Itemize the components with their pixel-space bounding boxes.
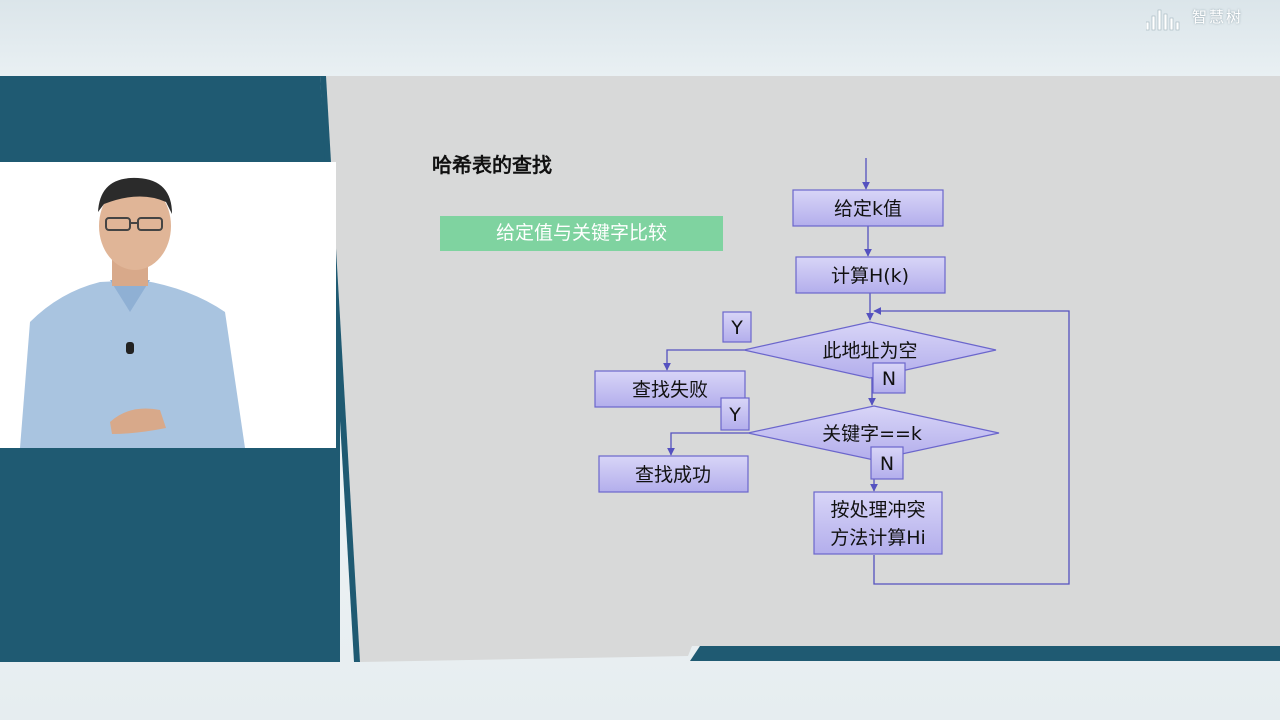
node-resolve: 按处理冲突 方法计算Hi: [813, 491, 943, 555]
presenter-video: [0, 162, 336, 448]
decision-key: 关键字==k: [747, 405, 1000, 461]
brand-logo-icon: [1146, 9, 1180, 31]
arrow-loop-back: [873, 307, 1070, 585]
node-compute: 计算H(k): [795, 256, 946, 294]
top-band: [0, 0, 1280, 76]
node-success-label: 查找成功: [635, 464, 711, 486]
slide-title: 哈希表的查找: [432, 153, 552, 177]
decision-empty-label: 此地址为空: [822, 340, 917, 362]
label-empty-no-text: N: [882, 368, 896, 390]
brand-logo-text: 智慧树: [1192, 8, 1244, 26]
decision-empty: 此地址为空: [743, 321, 997, 379]
decision-key-label: 关键字==k: [822, 423, 922, 445]
flow-connectors: [663, 158, 1070, 585]
label-empty-yes: Y: [722, 311, 752, 343]
node-success: 查找成功: [598, 455, 749, 493]
label-empty-yes-text: Y: [730, 317, 743, 339]
arrow-key-yes: [667, 432, 748, 456]
label-key-yes-text: Y: [728, 404, 741, 426]
node-resolve-line2: 方法计算Hi: [830, 527, 926, 549]
node-resolve-line1: 按处理冲突: [830, 499, 925, 521]
label-key-no-text: N: [880, 453, 894, 475]
node-compute-label: 计算H(k): [831, 265, 909, 287]
node-start-label: 给定k值: [834, 198, 902, 220]
label-empty-no: N: [872, 362, 906, 394]
node-fail-label: 查找失败: [632, 379, 708, 401]
arrow-empty-yes: [663, 349, 744, 371]
callout-box: 给定值与关键字比较: [440, 216, 723, 251]
node-fail: 查找失败: [594, 370, 746, 408]
label-key-yes: Y: [720, 397, 750, 431]
presenter-figure-icon: [0, 162, 336, 448]
node-start: 给定k值: [792, 189, 944, 227]
label-key-no: N: [870, 446, 904, 480]
